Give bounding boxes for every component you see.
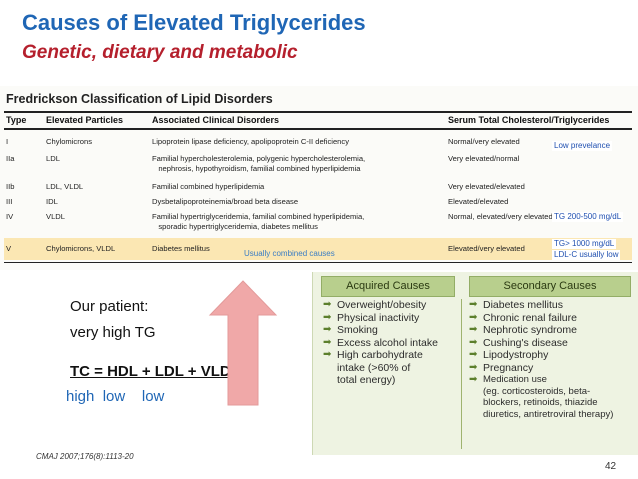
table-cell: Familial combined hyperlipidemia [152, 182, 265, 191]
column-divider [461, 299, 462, 449]
note-ldl-low: LDL-C usually low [552, 250, 621, 260]
table-cell: V [6, 244, 12, 253]
header-type: Type [6, 115, 27, 125]
table-cell: VLDL [46, 212, 65, 221]
acquired-causes-list: Overweight/obesity Physical inactivity S… [323, 299, 459, 387]
patient-tg-status: very high TG [70, 324, 156, 341]
page-number: 42 [605, 461, 617, 472]
table-cell: Familial hypercholesterolemia, polygenic… [152, 154, 366, 173]
header-particles: Elevated Particles [46, 115, 124, 125]
table-cell: IIb [6, 182, 15, 191]
secondary-causes-header: Secondary Causes [469, 276, 631, 297]
list-item: Smoking [323, 324, 459, 337]
list-item: Cushing's disease [469, 337, 635, 350]
list-item: Nephrotic syndrome [469, 324, 635, 337]
slide-subtitle: Genetic, dietary and metabolic [22, 42, 298, 63]
slide-title: Causes of Elevated Triglycerides [22, 10, 366, 35]
list-item: Physical inactivity [323, 312, 459, 325]
list-item: Lipodystrophy [469, 349, 635, 362]
row-v-highlight [4, 238, 632, 260]
table-header-rule [4, 128, 632, 130]
note-tg-high: TG> 1000 mg/dL [552, 239, 617, 249]
table-cell: IIa [6, 154, 15, 163]
list-item: High carbohydrate intake (>60% of total … [323, 349, 459, 387]
patient-label: Our patient: [70, 298, 149, 315]
table-cell: Diabetes mellitus [152, 244, 210, 253]
table-cell: Dysbetalipoproteinemia/broad beta diseas… [152, 197, 299, 206]
list-item: Chronic renal failure [469, 312, 635, 325]
up-arrow-icon [208, 280, 278, 406]
table-cell: III [6, 197, 13, 206]
table-cell: I [6, 137, 9, 146]
table-cell: Normal/very elevated [448, 137, 520, 146]
table-cell: LDL, VLDL [46, 182, 84, 191]
acquired-causes-header: Acquired Causes [321, 276, 455, 297]
causes-panel: Acquired Causes Secondary Causes Overwei… [312, 272, 638, 455]
table-cell: Normal, elevated/very elevated [448, 212, 553, 221]
table-caption: Fredrickson Classification of Lipid Diso… [6, 92, 273, 106]
list-item: Diabetes mellitus [469, 299, 635, 312]
table-cell: Chylomicrons [46, 137, 92, 146]
component-levels: high low low [66, 388, 165, 405]
citation: CMAJ 2007;176(8):1113-20 [36, 452, 134, 461]
fredrickson-table: Fredrickson Classification of Lipid Diso… [0, 86, 638, 270]
table-top-rule [4, 111, 632, 113]
cholesterol-formula: TC = HDL + LDL + VLDL [70, 363, 240, 380]
table-cell: Familial hypertriglyceridemia, familial … [152, 212, 365, 231]
table-cell: IV [6, 212, 14, 221]
note-tg-range: TG 200-500 mg/dL [552, 212, 624, 222]
table-cell: IDL [46, 197, 58, 206]
note-combined-causes: Usually combined causes [244, 249, 335, 258]
note-low-prevalence: Low prevelance [552, 141, 613, 151]
table-cell: LDL [46, 154, 60, 163]
list-item: Excess alcohol intake [323, 337, 459, 350]
table-cell: Very elevated/elevated [448, 182, 525, 191]
list-item: Overweight/obesity [323, 299, 459, 312]
table-cell: Elevated/elevated [448, 197, 509, 206]
secondary-causes-list: Diabetes mellitus Chronic renal failure … [469, 299, 635, 420]
header-disorders: Associated Clinical Disorders [152, 115, 280, 125]
table-cell: Elevated/very elevated [448, 244, 525, 253]
table-bottom-rule [4, 262, 632, 263]
header-serum: Serum Total Cholesterol/Triglycerides [448, 115, 610, 125]
table-cell: Lipoprotein lipase deficiency, apolipopr… [152, 137, 349, 146]
table-cell: Chylomicrons, VLDL [46, 244, 116, 253]
list-item: Pregnancy [469, 362, 635, 375]
table-cell: Very elevated/normal [448, 154, 520, 163]
list-item: Medication use (eg. corticosteroids, bet… [469, 374, 635, 420]
